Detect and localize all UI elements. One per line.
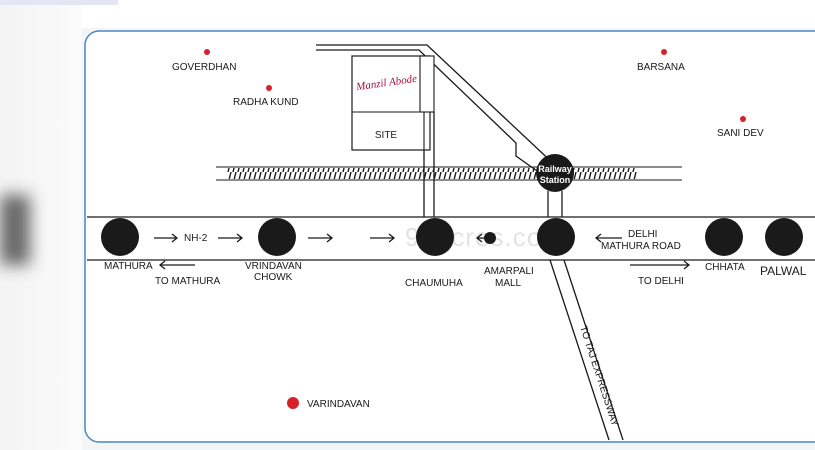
goverdhan-label: GOVERDHAN (172, 62, 236, 73)
vrindavan-chowk-label: CHOWK (254, 272, 293, 283)
to-mathura-label: TO MATHURA (155, 276, 221, 287)
chaumuha-junction (416, 218, 454, 256)
palwal-junction (765, 218, 803, 256)
mathura-junction (101, 218, 139, 256)
goverdhan-dot (204, 49, 210, 55)
sani-dev-label: SANI DEV (717, 128, 764, 139)
vrindavan-label: VRINDAVAN (245, 261, 302, 272)
to-delhi-label: TO DELHI (638, 276, 684, 287)
sani-dev-dot (740, 116, 746, 122)
chaumuha-label: CHAUMUHA (405, 278, 463, 289)
palwal-label: PALWAL (760, 264, 807, 278)
amarpali-label: AMARPALI (484, 266, 534, 277)
nh2-highway (87, 216, 815, 261)
railway-station-label-line2: Station (540, 175, 571, 185)
amarpali-junction (537, 218, 575, 256)
railway-station-label-line1: Railway (538, 164, 572, 174)
direction-arrows (154, 233, 691, 270)
watermark: 99acres.com (405, 222, 565, 252)
radha-kund-dot (266, 85, 272, 91)
vrindavan-chowk-junction (258, 218, 296, 256)
barsana-label: BARSANA (637, 62, 685, 73)
location-map: Manzil Abode SITE Railway Station GOVERD… (84, 30, 815, 443)
chhata-label: CHHATA (705, 262, 745, 273)
top-tab-strip (0, 0, 118, 5)
chhata-junction (705, 218, 743, 256)
site-marker (351, 55, 435, 151)
railway-station-marker (536, 154, 574, 192)
mathura-label: MATHURA (104, 261, 153, 272)
varindavan-label: VARINDAVAN (307, 399, 370, 410)
barsana-dot (661, 49, 667, 55)
amarpali-mall-label: MALL (495, 278, 522, 289)
railway-line (216, 166, 682, 181)
taj-expressway-road (549, 259, 624, 441)
site-label: SITE (375, 130, 398, 141)
radha-kund-label: RADHA KUND (233, 97, 299, 108)
nh2-label: NH-2 (184, 233, 208, 244)
varindavan-dot (287, 397, 299, 409)
delhi-road-label: DELHI (628, 229, 657, 240)
site-access-road (316, 44, 563, 217)
mathura-road-label: MATHURA ROAD (601, 241, 681, 252)
background-blur-shape (0, 195, 30, 265)
